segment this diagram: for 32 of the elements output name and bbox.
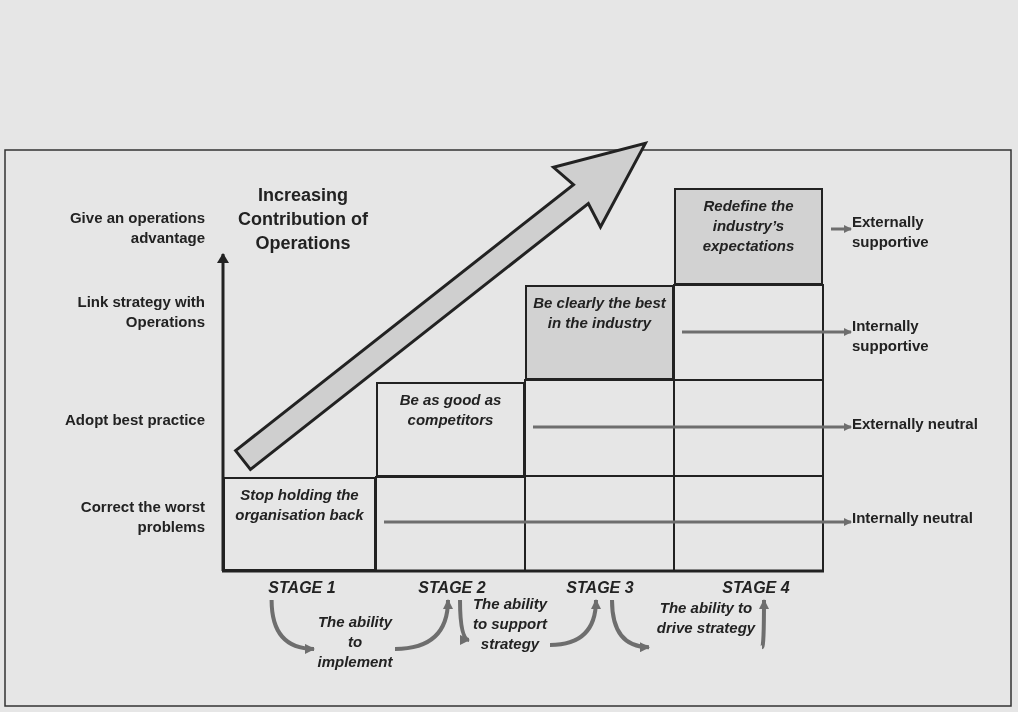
stage-goal-text: Be as good as competitors [398, 390, 503, 430]
arrow [394, 599, 453, 651]
stage-box [223, 477, 376, 571]
axis-level-label: Link strategy with Operations [76, 292, 205, 332]
stage-box [674, 188, 823, 285]
outcome-label: Externally supportive [852, 212, 992, 256]
arrow [384, 518, 852, 526]
arrow [549, 599, 601, 647]
arrow [269, 599, 315, 654]
arrow [831, 225, 852, 233]
stage-goal-text: Be clearly the best in the industry [532, 293, 668, 333]
arrow [682, 328, 852, 336]
arrow [458, 599, 470, 644]
arrow [533, 423, 852, 431]
outcome-label: Internally supportive [852, 316, 992, 360]
ability-label: The ability to implement [315, 612, 395, 694]
stage-box [525, 285, 674, 380]
axis-level-label: Give an operations advantage [68, 208, 205, 248]
stage-box [376, 382, 525, 477]
arrow [610, 599, 650, 652]
outcome-label: Internally neutral [852, 508, 1012, 530]
stage-label: STAGE 1 [262, 578, 342, 599]
arrow-caption: Increasing Contribution of Operations [237, 184, 369, 255]
axis-level-label: Adopt best practice [63, 410, 205, 430]
stage-label: STAGE 4 [716, 578, 796, 599]
axis-level-label: Correct the worst problems [79, 497, 205, 537]
arrow [759, 599, 769, 648]
outcome-label: Externally neutral [852, 414, 1012, 436]
stage-label: STAGE 3 [560, 578, 640, 599]
ability-label: The ability to drive strategy [650, 598, 762, 680]
stage-goal-text: Redefine the industry’s expectations [701, 196, 796, 256]
stage-goal-text: Stop holding the organisation back [234, 485, 365, 525]
